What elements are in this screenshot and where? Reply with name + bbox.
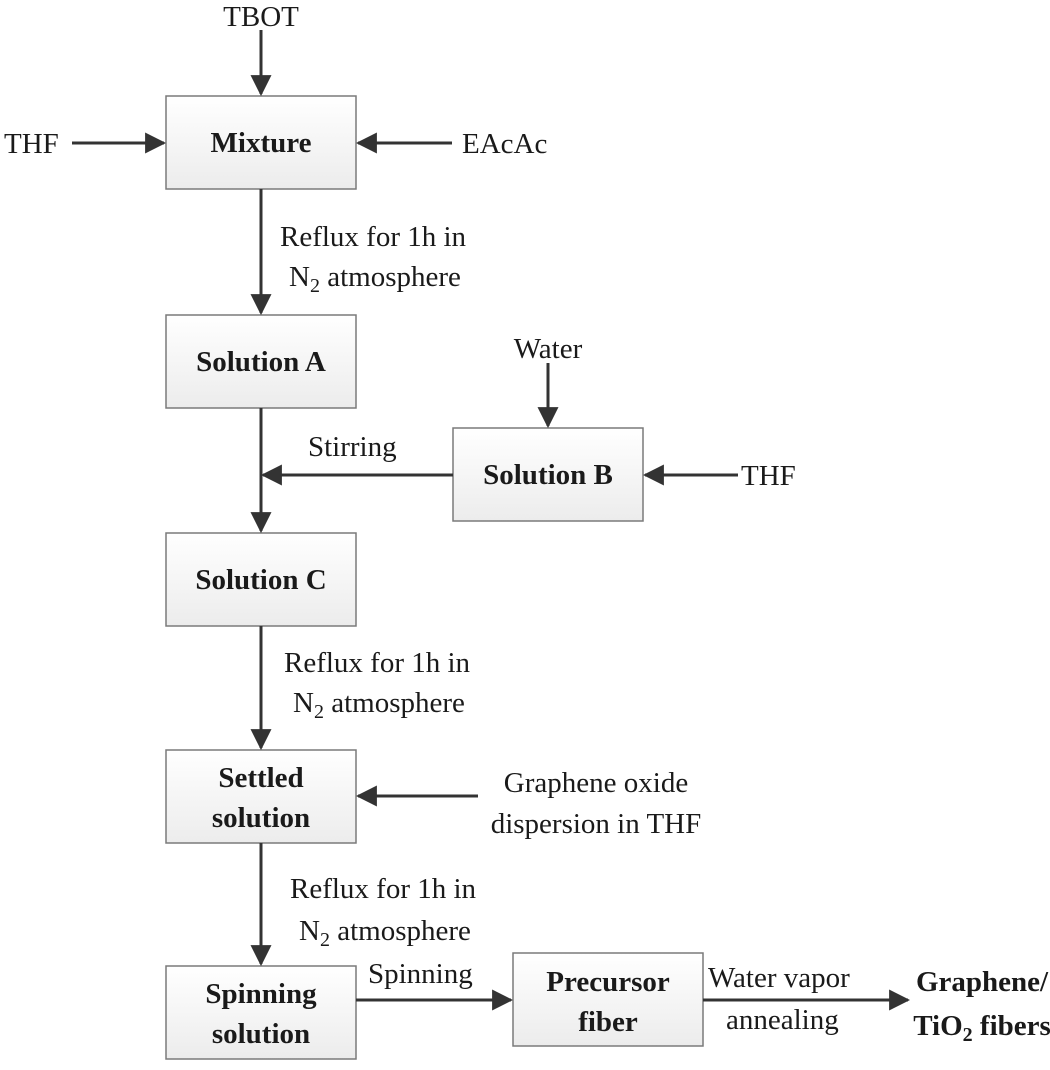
precursor-fiber-label-line1: Precursor [546, 966, 670, 998]
reflux-2-sub: 2 [314, 701, 324, 723]
reflux-2-rest: atmosphere [324, 687, 465, 719]
reflux-1-n: N [289, 261, 310, 293]
reflux-1-label-line2: N2 atmosphere [289, 261, 461, 297]
reflux-1-rest: atmosphere [320, 261, 461, 293]
mixture-label: Mixture [211, 127, 312, 159]
solution-a-label: Solution A [196, 346, 326, 378]
settled-solution-label-line2: solution [212, 802, 310, 834]
spinning-solution-box [165, 965, 357, 1060]
solution-c-label: Solution C [195, 564, 326, 596]
spinning-solution-label-line1: Spinning [205, 978, 317, 1010]
reflux-3-sub: 2 [320, 929, 330, 951]
product-rest: fibers [973, 1010, 1050, 1042]
reflux-1-label-line1: Reflux for 1h in [280, 221, 467, 253]
product-label-line1: Graphene/ [916, 966, 1049, 998]
precursor-fiber-box [512, 952, 704, 1047]
reflux-3-rest: atmosphere [330, 915, 471, 947]
reflux-3-n: N [299, 915, 320, 947]
thf-right-label: THF [741, 460, 796, 492]
spinning-step-label: Spinning [368, 958, 473, 990]
reflux-1-sub: 2 [310, 275, 320, 297]
product-sub: 2 [963, 1024, 973, 1046]
stirring-label: Stirring [308, 431, 397, 463]
solution-c-box [165, 532, 357, 627]
spinning-solution-label-line2: solution [212, 1018, 310, 1050]
water-label: Water [514, 333, 583, 365]
mixture-box [165, 95, 357, 190]
annealing-label-line2: annealing [726, 1004, 839, 1036]
tbot-label: TBOT [223, 1, 299, 33]
settled-solution-box [165, 749, 357, 844]
precursor-fiber-label-line2: fiber [578, 1006, 638, 1038]
eacac-label: EAcAc [462, 128, 547, 160]
reflux-3-label-line2: N2 atmosphere [299, 915, 471, 951]
reflux-2-label-line2: N2 atmosphere [293, 687, 465, 723]
reflux-2-label-line1: Reflux for 1h in [284, 647, 471, 679]
thf-left-label: THF [4, 128, 59, 160]
graphene-oxide-label-line2: dispersion in THF [491, 808, 702, 840]
annealing-label-line1: Water vapor [708, 962, 850, 994]
solution-a-box [165, 314, 357, 409]
settled-solution-label-line1: Settled [218, 762, 303, 794]
reflux-2-n: N [293, 687, 314, 719]
solution-b-label: Solution B [483, 459, 613, 491]
graphene-oxide-label-line1: Graphene oxide [504, 767, 688, 799]
product-tio: TiO [913, 1010, 962, 1042]
reflux-3-label-line1: Reflux for 1h in [290, 873, 477, 905]
product-label-line2: TiO2 fibers [913, 1010, 1050, 1046]
